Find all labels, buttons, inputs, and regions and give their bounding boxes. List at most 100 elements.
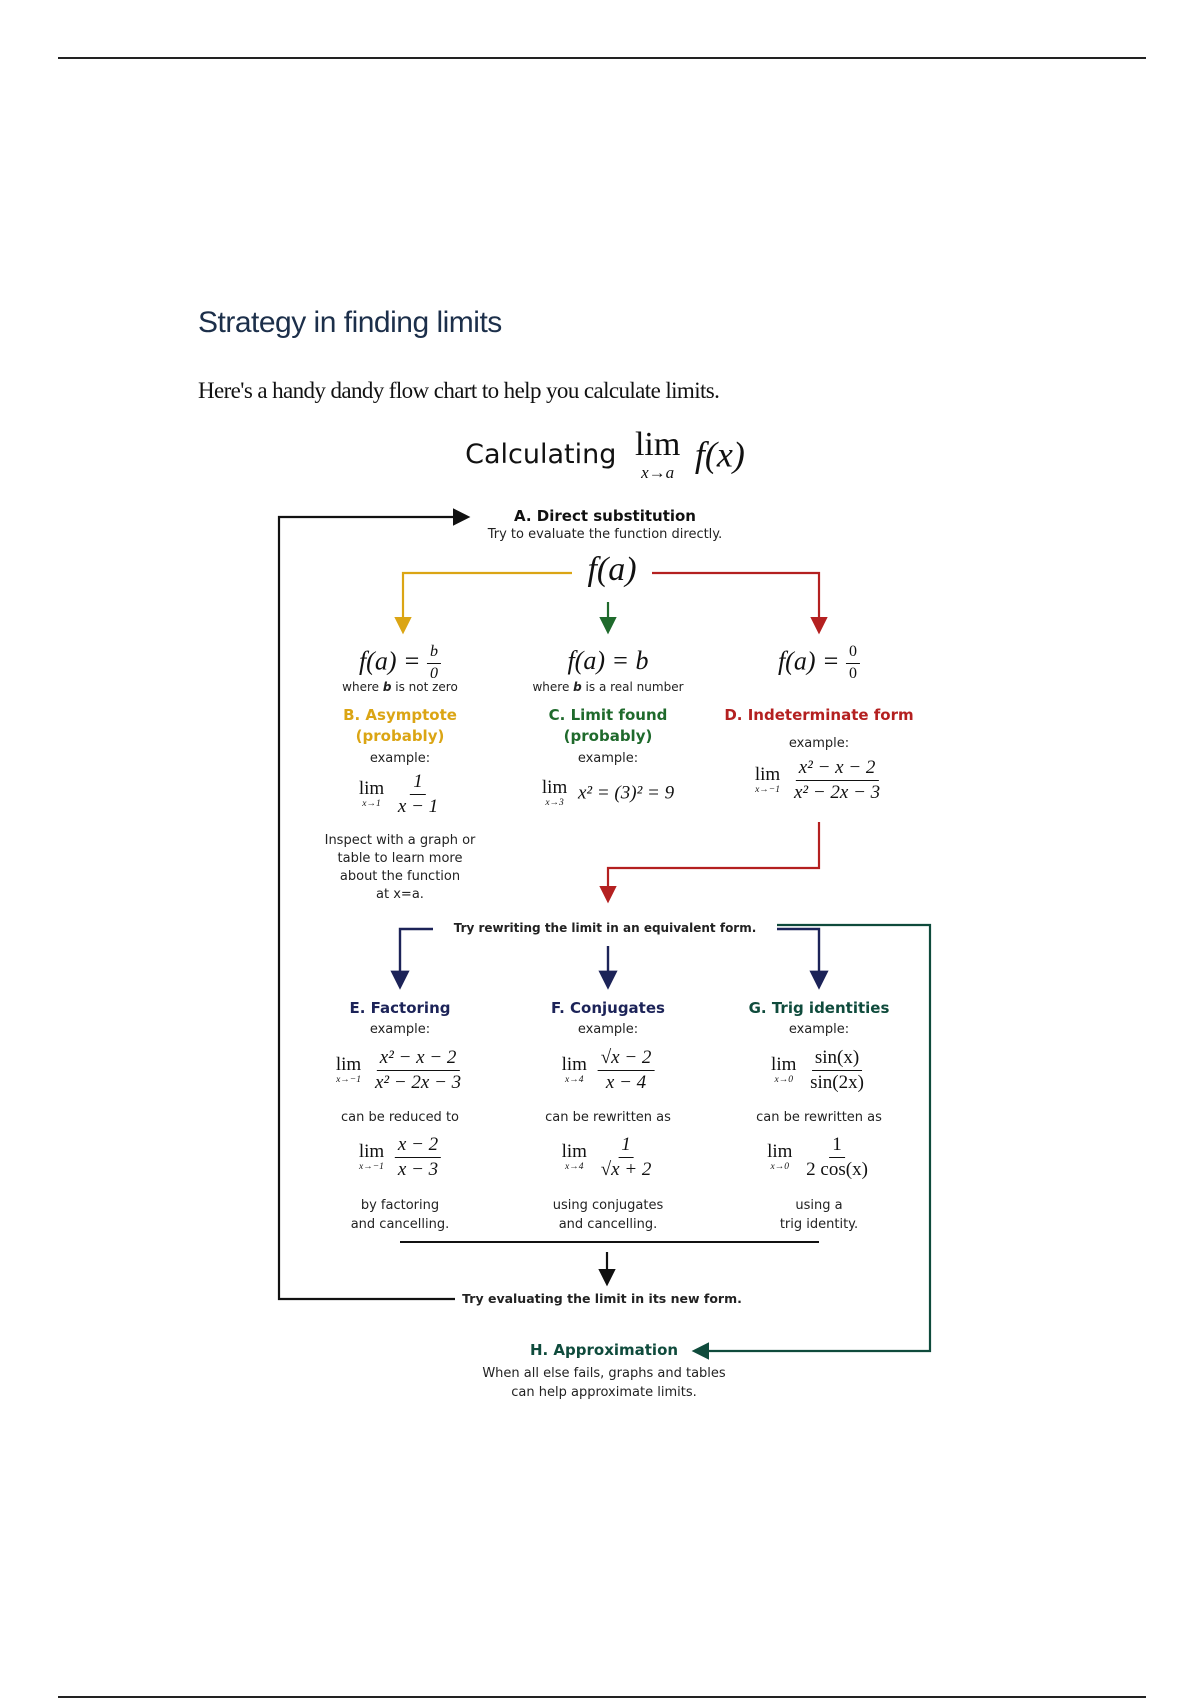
den: x − 4 <box>605 1071 647 1093</box>
foot-text: using conjugates and cancelling. <box>553 1196 664 1234</box>
foot-line: using conjugates <box>552 1198 664 1213</box>
num: √x − 2 <box>597 1048 655 1071</box>
lim-sub: x→a <box>641 463 675 482</box>
desc-line: When all else fails, graphs and tables <box>482 1366 726 1381</box>
foot-line: using a <box>795 1198 843 1213</box>
num: b <box>427 643 442 664</box>
num: x² − x − 2 <box>795 758 879 781</box>
step-a-desc: Try to evaluate the function directly. <box>487 527 723 542</box>
den: 2 cos(x) <box>806 1158 868 1180</box>
note-b: b <box>573 680 582 694</box>
example-label: example: <box>369 1022 431 1037</box>
arrow-to-approximation <box>691 923 932 1360</box>
num: 1 <box>618 1135 634 1158</box>
lim-label: lim <box>634 426 681 463</box>
lim-sub: x→4 <box>565 1162 584 1173</box>
mid-text: can be rewritten as <box>545 1110 671 1125</box>
rewrite-text: Try rewriting the limit in an equivalent… <box>453 921 757 935</box>
method-title: F. Conjugates <box>551 999 665 1017</box>
heading-expr: f(x) <box>694 434 745 475</box>
num: sin(x) <box>811 1048 863 1071</box>
den: √x + 2 <box>600 1158 652 1180</box>
lim-label: lim <box>561 1054 587 1076</box>
case-b-example-label: example: <box>369 751 431 766</box>
frac: 1√x + 2 <box>598 1135 655 1180</box>
foot-line: by factoring <box>360 1198 440 1213</box>
step-a-expr: f(a) <box>583 551 641 589</box>
lim-label: lim <box>335 1054 362 1076</box>
bottom-rule <box>58 1696 1146 1698</box>
page-title: Strategy in finding limits <box>198 306 502 339</box>
den: 0 <box>430 664 439 682</box>
arrow-to-indeterminate <box>652 571 828 635</box>
foot-line: trig identity. <box>779 1217 859 1232</box>
foot-line: and cancelling. <box>558 1217 658 1232</box>
den: 0 <box>849 664 858 682</box>
lim-sub: x→4 <box>565 1075 584 1086</box>
top-rule <box>58 57 1146 59</box>
den: sin(2x) <box>810 1071 864 1093</box>
lim-sub: x→−1 <box>755 785 780 796</box>
foot-line: and cancelling. <box>350 1217 450 1232</box>
den: x² − 2x − 3 <box>793 781 881 803</box>
lim-label: lim <box>541 777 568 798</box>
case-c-note: where b is a real number <box>532 680 683 694</box>
lim-sub: x→1 <box>362 799 381 810</box>
arrow-to-rewrite <box>599 822 821 904</box>
den: x² − 2x − 3 <box>374 1071 462 1093</box>
case-b-title: B. Asymptote <box>343 706 457 724</box>
foot-text: by factoring and cancelling. <box>351 1196 450 1234</box>
case-d-lhs: f(a) = <box>777 646 840 676</box>
lim-sub: x→−1 <box>336 1075 361 1086</box>
case-b-lhs: f(a) = <box>358 646 421 676</box>
case-c-title: C. Limit found <box>548 706 668 724</box>
num: 1 <box>410 772 426 795</box>
heading-word: Calculating <box>465 439 617 470</box>
loop-back-arrow <box>277 508 471 1301</box>
num: 1 <box>829 1135 845 1158</box>
note-pre: where <box>342 680 383 694</box>
lim-sub: x→3 <box>545 798 564 808</box>
method-title: G. Trig identities <box>748 999 890 1017</box>
evaluate-text: Try evaluating the limit in its new form… <box>462 1291 742 1306</box>
inspect-line: table to learn more <box>337 851 463 866</box>
method-title: E. Factoring <box>349 999 451 1017</box>
num: x − 2 <box>394 1135 442 1158</box>
arrow-to-trig <box>777 927 829 990</box>
case-c-example-label: example: <box>577 751 639 766</box>
lim-label: lim <box>754 764 781 786</box>
case-b-note: where b is not zero <box>342 680 458 694</box>
intro-text: Here's a handy dandy flow chart to help … <box>198 378 720 403</box>
mid-text: can be reduced to <box>341 1110 459 1125</box>
lim-label: lim <box>771 1054 797 1076</box>
case-b-title-2: (probably) <box>355 727 445 745</box>
lim-sub: x→0 <box>770 1162 789 1173</box>
num: 0 <box>846 643 861 664</box>
note-post: is not zero <box>391 680 458 694</box>
